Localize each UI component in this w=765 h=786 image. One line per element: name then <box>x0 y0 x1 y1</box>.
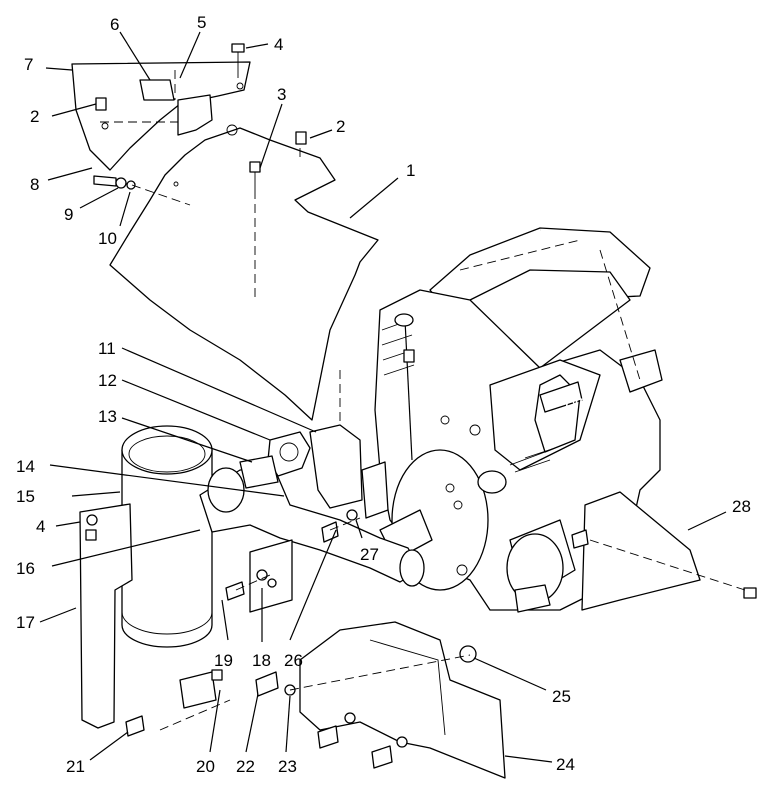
side-panel-28 <box>581 491 757 611</box>
callout-21: 21 <box>66 757 85 776</box>
callout-16: 16 <box>16 559 35 578</box>
callout-5: 5 <box>197 13 206 32</box>
callout-17: 17 <box>16 613 35 632</box>
callout-11: 11 <box>98 339 116 358</box>
callout-3: 3 <box>277 85 286 104</box>
hardware-top <box>93 43 307 190</box>
bracket-27 <box>346 461 389 521</box>
engine-brand-logo: BOTVE <box>545 397 588 409</box>
callout-10: 10 <box>98 229 117 248</box>
callout-18: 18 <box>252 651 271 670</box>
heat-shield-17 <box>79 503 133 729</box>
bracket-11 <box>309 370 363 509</box>
callout-14: 14 <box>16 457 35 476</box>
callout-19: 19 <box>214 651 233 670</box>
callout-20: 20 <box>196 757 215 776</box>
muffler <box>121 425 213 648</box>
callout-2-right: 2 <box>336 117 345 136</box>
callout-2-left: 2 <box>30 107 39 126</box>
callout-26: 26 <box>284 651 303 670</box>
exhaust-pipe <box>199 431 425 587</box>
callout-27: 27 <box>360 545 379 564</box>
leader-lines <box>39 31 727 763</box>
callout-1: 1 <box>406 161 415 180</box>
callout-25: 25 <box>552 687 571 706</box>
callout-8: 8 <box>30 175 39 194</box>
lower-guard-24 <box>299 621 506 779</box>
callout-23: 23 <box>278 757 297 776</box>
callout-24: 24 <box>556 755 575 774</box>
assembly-lines-lower <box>159 239 746 731</box>
bolts <box>125 521 589 769</box>
callout-22: 22 <box>236 757 255 776</box>
plate-20 <box>179 669 223 709</box>
callout-28: 28 <box>732 497 751 516</box>
callout-9: 9 <box>64 205 73 224</box>
callout-13: 13 <box>98 407 117 426</box>
callout-15: 15 <box>16 487 35 506</box>
callout-7: 7 <box>24 55 33 74</box>
callout-12: 12 <box>98 371 117 390</box>
engine-shield-panel <box>109 124 379 421</box>
callout-labels: 1 2 2 3 4 5 6 7 8 9 10 11 12 13 14 15 4 … <box>16 13 751 776</box>
callout-6: 6 <box>110 15 119 34</box>
callout-4-top: 4 <box>274 35 283 54</box>
bracket-18 <box>249 539 293 613</box>
upper-shroud-bracket <box>71 61 251 171</box>
callout-4-left: 4 <box>36 517 45 536</box>
assembly-lines-top <box>100 70 301 300</box>
